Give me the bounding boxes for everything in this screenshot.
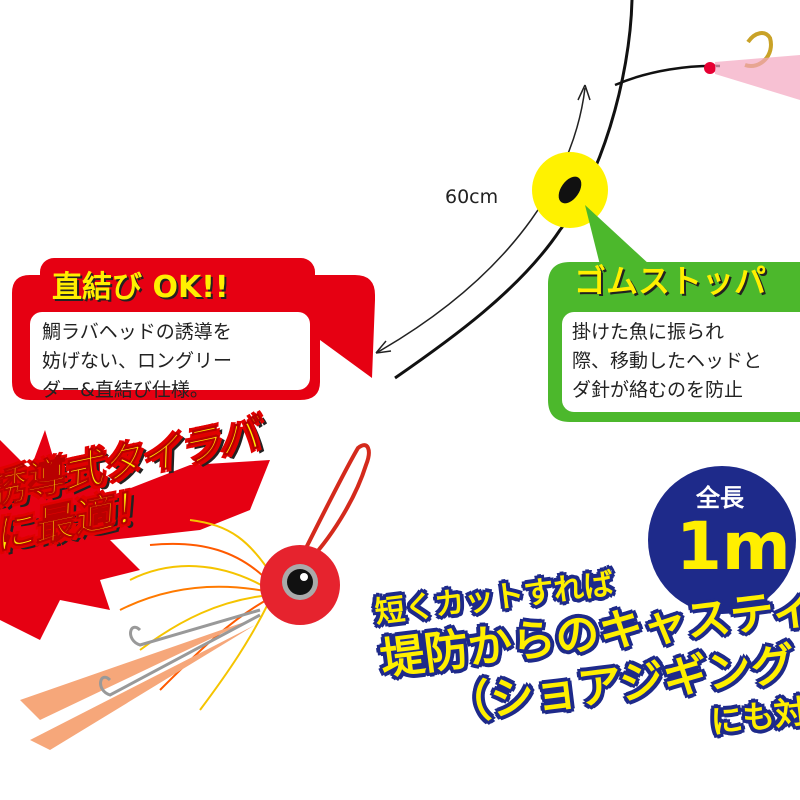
hook-icon	[129, 608, 261, 647]
arrowhead-icon	[577, 84, 591, 101]
tentacle	[20, 620, 250, 720]
tentacle	[30, 625, 255, 750]
rubber-stopper-line: 掛けた魚に振られ	[572, 321, 725, 343]
jig-skirt	[119, 519, 276, 711]
direct-tie-body: 鯛ラバヘッドの誘導を 妨げない、ロングリー ダー&直結び仕様。	[42, 318, 232, 405]
assist-skirt	[715, 55, 800, 100]
bead-icon	[704, 62, 716, 74]
rubber-stopper-body: 掛けた魚に振られ 際、移動したヘッドと ダ針が絡むのを防止	[572, 318, 762, 405]
jig-pupil	[287, 569, 313, 595]
green-bubble-tail	[585, 205, 650, 265]
hook-icon	[99, 613, 261, 697]
red-bubble-inner	[30, 312, 310, 390]
direct-tie-line: 妨げない、ロングリー	[42, 350, 233, 372]
direct-tie-title: 直結び OK!!	[52, 270, 229, 305]
total-length-value: 1m	[676, 508, 791, 585]
leader-length-label: 60cm	[445, 186, 499, 208]
total-length-badge	[648, 466, 796, 614]
rubber-stopper-icon	[558, 176, 582, 204]
jig-loop	[298, 443, 371, 567]
direct-tie-line: 鯛ラバヘッドの誘導を	[42, 321, 232, 343]
direct-tie-line: ダー&直結び仕様。	[42, 379, 209, 401]
measure-arrow	[377, 87, 586, 353]
total-length-label: 全長	[696, 484, 744, 512]
green-bubble-inner	[562, 312, 800, 412]
rubber-stopper-line: ダ針が絡むのを防止	[572, 379, 744, 401]
rubber-stopper-title: ゴムストッパ	[574, 262, 767, 300]
leader-line	[394, 0, 634, 380]
red-bubble-tab	[40, 258, 315, 308]
arrowhead-icon	[375, 340, 392, 354]
rubber-stopper-line: 際、移動したヘッドと	[572, 350, 763, 372]
jig-eye-glint	[300, 573, 308, 581]
starburst	[0, 430, 270, 640]
